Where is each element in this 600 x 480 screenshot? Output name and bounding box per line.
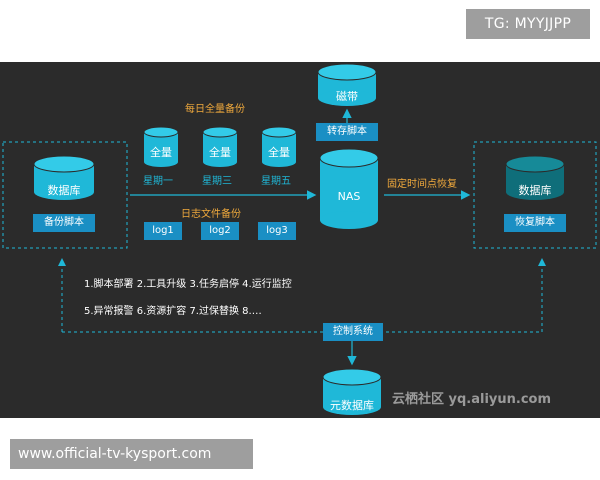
day-label-3: 星期五 [261, 176, 291, 187]
log2-box: log2 [201, 222, 239, 240]
full-backup-cylinder-3 [261, 126, 297, 167]
full-backup-cylinder-2 [202, 126, 238, 167]
tape-label: 磁带 [336, 90, 358, 103]
top-badge: TG: MYYJJPP [466, 9, 590, 39]
tape-cylinder [317, 63, 377, 106]
control-system-box: 控制系统 [323, 323, 383, 341]
left-dashed-frame [2, 141, 128, 249]
log3-box: log3 [258, 222, 296, 240]
meta-db-label: 元数据库 [330, 399, 374, 412]
bottom-url-badge: www.official-tv-kysport.com [10, 439, 253, 469]
full-label-3: 全量 [268, 146, 290, 159]
backup-architecture-diagram: 数据库 备份脚本 每日全量备份 全量 全量 全量 星期一 星期三 星期五 日志文… [0, 62, 600, 418]
right-db-label: 数据库 [518, 184, 552, 197]
full-backup-title: 每日全量备份 [185, 104, 245, 115]
ops-line-1: 1.脚本部署 2.工具升级 3.任务启停 4.运行监控 [84, 279, 292, 290]
left-db-cylinder [33, 155, 95, 200]
nas-label: NAS [337, 190, 361, 203]
full-label-1: 全量 [150, 146, 172, 159]
ops-line-2: 5.异常报警 6.资源扩容 7.过保替换 8.… [84, 306, 262, 317]
nas-cylinder [319, 148, 379, 229]
restore-point-label: 固定时间点恢复 [387, 179, 457, 190]
full-backup-cylinder-1 [143, 126, 179, 167]
log-backup-title: 日志文件备份 [181, 209, 241, 220]
full-label-2: 全量 [209, 146, 231, 159]
watermark-text: 云栖社区 yq.aliyun.com [392, 392, 552, 407]
left-db-label: 数据库 [47, 184, 81, 197]
day-label-1: 星期一 [143, 176, 173, 187]
restore-script-button: 恢复脚本 [504, 214, 566, 232]
log1-box: log1 [144, 222, 182, 240]
day-label-2: 星期三 [202, 176, 232, 187]
backup-script-button: 备份脚本 [33, 214, 95, 232]
right-db-cylinder [505, 155, 565, 200]
diagram-graphics [2, 63, 597, 415]
meta-db-cylinder [322, 368, 382, 415]
right-dashed-frame [473, 141, 597, 249]
transfer-script-button: 转存脚本 [316, 123, 378, 141]
